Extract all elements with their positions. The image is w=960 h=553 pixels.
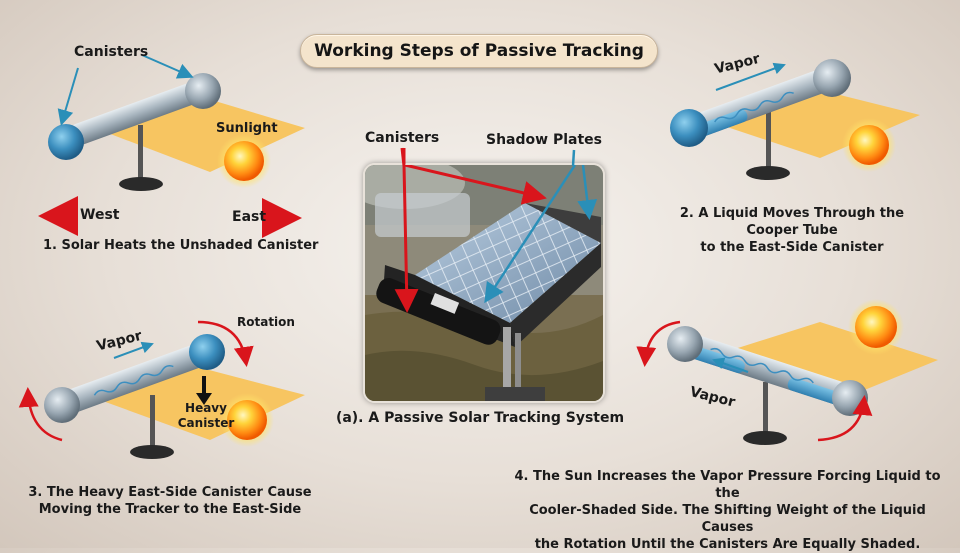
step3-tube-group [61, 343, 211, 413]
heavy-canister-line1: Heavy [185, 401, 227, 415]
step2-base [746, 166, 790, 180]
step4-caption: 4. The Sun Increases the Vapor Pressure … [505, 468, 950, 553]
photo-canisters-label: Canisters [365, 130, 440, 146]
step1-illustration [38, 54, 305, 238]
step4-sun [855, 306, 897, 348]
step3-east-canister [189, 334, 225, 370]
step3-rotation-arrow-bottom [18, 387, 63, 442]
step3-rotation-arrow-top [197, 320, 254, 367]
east-label: East [232, 209, 267, 225]
step2-vapor-arrow [715, 62, 786, 91]
step3-weight-arrow-head [196, 393, 212, 405]
step4-vapor-arrow [712, 357, 749, 373]
step2-caption: 2. A Liquid Moves Through the Cooper Tub… [666, 205, 918, 256]
step2-caption-line1: 2. A Liquid Moves Through the [679, 206, 905, 221]
step1-tube [68, 82, 202, 146]
step3-west-canister [44, 387, 80, 423]
step4-caption-line2: Cooler-Shaded Side. The Shifting Weight … [529, 503, 926, 535]
west-label: West [80, 207, 120, 223]
heavy-canister-line2: Canister [177, 416, 235, 430]
step3-vapor-arrow [113, 341, 154, 359]
step1-canisters-label: Canisters [74, 44, 149, 60]
rotation-label: Rotation [237, 315, 295, 329]
step4-rotation-arrow-right [817, 395, 873, 442]
step4-west-canister [667, 326, 703, 362]
step4-illustration [636, 299, 938, 445]
step2-post [766, 112, 771, 172]
step1-sun [224, 141, 264, 181]
step1-sunlight-label: Sunlight [216, 121, 278, 136]
step4-rotation-arrow-left [636, 320, 681, 367]
photo-shadow-arrow-left [484, 165, 577, 304]
step2-caption-line3: to the East-Side Canister [700, 240, 884, 255]
photo-shadow-arrow-right [577, 165, 598, 220]
step3-base [130, 445, 174, 459]
step3-post [150, 395, 155, 450]
photo-shadow-plates-label: Shadow Plates [486, 132, 602, 148]
step2-west-canister [670, 109, 708, 147]
step1-east-canister [185, 73, 221, 109]
step2-illustration [670, 59, 920, 180]
step3-caption: 3. The Heavy East-Side Canister Cause Mo… [20, 484, 320, 518]
tracker-photo [363, 163, 605, 403]
step4-caption-line1: 4. The Sun Increases the Vapor Pressure … [514, 469, 941, 501]
step2-east-canister [813, 59, 851, 97]
step2-caption-line2: Cooper Tube [746, 223, 838, 238]
page-title: Working Steps of Passive Tracking [300, 34, 658, 68]
photo-canister-arrow-left [394, 165, 419, 313]
photo-canister-arrow-right [404, 165, 547, 205]
step3-illustration [18, 320, 305, 459]
heavy-canister-label: Heavy Canister [166, 401, 246, 431]
step4-base [743, 431, 787, 445]
step1-base [119, 177, 163, 191]
step1-caption: 1. Solar Heats the Unshaded Canister [43, 238, 319, 253]
step3-caption-line1: 3. The Heavy East-Side Canister Cause [28, 485, 312, 500]
step4-post [763, 382, 768, 437]
step1-canister-arrow-right [141, 54, 194, 79]
step1-canister-arrow-left [57, 67, 79, 126]
step4-caption-line3: the Rotation Until the Canisters Are Equ… [534, 537, 921, 552]
photo-caption: (a). A Passive Solar Tracking System [335, 410, 625, 426]
step3-sun [227, 400, 267, 440]
step2-sun [849, 125, 889, 165]
step1-west-canister [48, 124, 84, 160]
step3-caption-line2: Moving the Tracker to the East-Side [38, 502, 302, 517]
step1-post [138, 125, 143, 183]
